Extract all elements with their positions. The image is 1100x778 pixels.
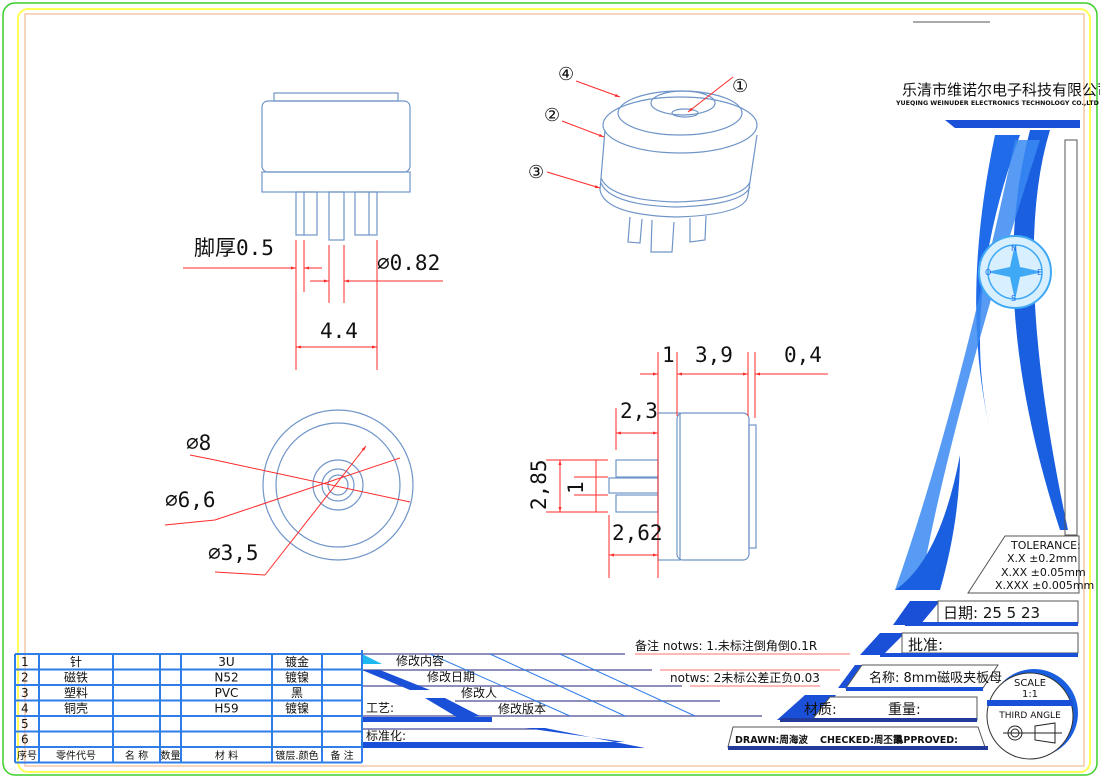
note-1: 备注 notws: 1.未标注倒角倒0.1R (635, 638, 817, 653)
date-field: 日期: 25 5 23 (943, 604, 1040, 622)
cell-code: 铜壳 (64, 701, 88, 716)
material-field: 材质: (804, 702, 837, 718)
svg-text:E: E (1037, 268, 1042, 277)
note-2: notws: 2未标公差正负0.03 (670, 671, 820, 685)
side-dim-1: 1 (662, 343, 675, 367)
side-dim-2-3: 2,3 (620, 399, 658, 423)
svg-text:X.XXX ±0.005mm: X.XXX ±0.005mm (995, 579, 1094, 592)
svg-text:S: S (1011, 294, 1016, 303)
revision-block: 修改内容 修改日期 修改人 工艺: 修改版本 标准化: (361, 650, 762, 762)
approved-by: APPROVED: (896, 735, 958, 746)
table-row: 4 铜壳 H59 镀镍 (21, 701, 309, 716)
cell-no: 4 (21, 702, 29, 716)
cell-finish: 镀镍 (285, 671, 309, 685)
front-view-dimensions: 脚厚0.5 ⌀0.82 4.4 (183, 236, 443, 370)
svg-text:TOLERANCE:: TOLERANCE: (1010, 539, 1081, 552)
process-label: 工艺: (366, 701, 394, 715)
cell-no: 5 (21, 717, 29, 731)
side-dim-0-4: 0,4 (784, 343, 822, 367)
callout-1: ① (732, 76, 748, 97)
side-dim-2-62: 2,62 (612, 521, 663, 545)
table-header: 序号 (17, 749, 37, 762)
svg-text:N: N (1011, 244, 1017, 253)
cell-no: 2 (21, 671, 29, 685)
cell-no: 3 (21, 686, 29, 700)
table-header: 材 料 (215, 749, 238, 762)
table-header: 镀层.颜色 (275, 749, 318, 762)
parts-table: 1 针 3U 镀金 2 磁铁 N52 镀镍 3 塑料 PVC 黑 4 铜壳 H59 镀镍 5 6 序号 零件代号 名 称… (14, 653, 363, 764)
tolerance-box: TOLERANCE: X.X ±0.2mm X.XX ±0.05mm X.XXX… (967, 535, 1094, 594)
svg-text:O: O (985, 268, 991, 277)
cell-material: PVC (215, 686, 239, 700)
checked-by: CHECKED:周丕霞 (820, 734, 903, 746)
weight-field: 重量: (888, 702, 921, 718)
compass-icon: N E S O (978, 235, 1052, 309)
table-row: 6 (21, 733, 29, 747)
standardization-label: 标准化: (366, 729, 406, 743)
company-name-en: YUEQING WEINUDER ELECTRONICS TECHNOLOGY … (895, 100, 1099, 107)
svg-text:X.XX ±0.05mm: X.XX ±0.05mm (1001, 566, 1086, 579)
cell-finish: 黑 (291, 686, 303, 700)
isometric-view: ① ② ③ ④ (528, 64, 758, 253)
side-dim-3-9: 3,9 (695, 343, 733, 367)
cell-no: 6 (21, 733, 29, 747)
revision-date-label: 修改日期 (427, 669, 475, 684)
side-dim-2-85: 2,85 (527, 459, 551, 510)
pin-diameter-label: ⌀0.82 (377, 251, 440, 275)
cell-material: 3U (218, 655, 234, 669)
table-header: 数量 (161, 749, 181, 762)
cell-finish: 镀金 (285, 654, 309, 669)
callout-4: ④ (558, 64, 574, 85)
table-row: 3 塑料 PVC 黑 (21, 685, 303, 700)
cell-material: H59 (214, 702, 238, 716)
cell-code: 塑料 (64, 685, 88, 700)
company-name-cn: 乐清市维诺尔电子科技有限公司 (902, 81, 1100, 99)
table-header: 备 注 (330, 749, 353, 762)
svg-text:THIRD ANGLE: THIRD ANGLE (998, 711, 1061, 721)
part-name: 名称: 8mm磁吸夹板母 (869, 670, 1002, 686)
yellow-frame (17, 8, 1091, 773)
side-view-dimensions: 1 3,9 0,4 2,3 2,85 1 2,62 (527, 343, 828, 578)
cell-code: 磁铁 (64, 670, 88, 685)
mid-diameter-label: ⌀6,6 (165, 488, 216, 512)
table-row: 2 磁铁 N52 镀镍 (21, 670, 309, 685)
callout-3: ③ (528, 162, 544, 183)
pin-span-label: 4.4 (320, 319, 358, 343)
approve-field: 批准: (908, 636, 943, 654)
revision-person-label: 修改人 (461, 685, 497, 700)
table-row: 5 (21, 717, 29, 731)
side-dim-pin-1: 1 (564, 481, 588, 494)
svg-text:1:1: 1:1 (1022, 689, 1038, 700)
revision-content-label: 修改内容 (396, 653, 444, 668)
svg-text:X.X ±0.2mm: X.X ±0.2mm (1007, 552, 1077, 565)
title-decoration (895, 120, 1080, 590)
inner-diameter-label: ⌀3,5 (208, 541, 259, 565)
cell-code: 针 (70, 654, 82, 669)
pin-thickness-label: 脚厚0.5 (194, 236, 274, 260)
inner-frame (24, 13, 1085, 767)
front-view (261, 92, 411, 241)
cell-material: N52 (214, 671, 238, 685)
callout-2: ② (544, 105, 560, 126)
table-row: 1 针 3U 镀金 (21, 654, 309, 669)
svg-text:SCALE: SCALE (1014, 678, 1046, 689)
table-header: 名 称 (125, 749, 148, 762)
cell-no: 1 (21, 655, 29, 669)
drawn-by: DRAWN:周海波 (735, 734, 808, 746)
bottom-view: ⌀8 ⌀6,6 ⌀3,5 (164, 409, 414, 576)
revision-version-label: 修改版本 (498, 701, 546, 716)
outer-diameter-label: ⌀8 (186, 431, 211, 455)
cell-finish: 镀镍 (285, 702, 309, 716)
scale-badge: SCALE 1:1 THIRD ANGLE (986, 669, 1078, 760)
table-header: 零件代号 (56, 750, 96, 762)
